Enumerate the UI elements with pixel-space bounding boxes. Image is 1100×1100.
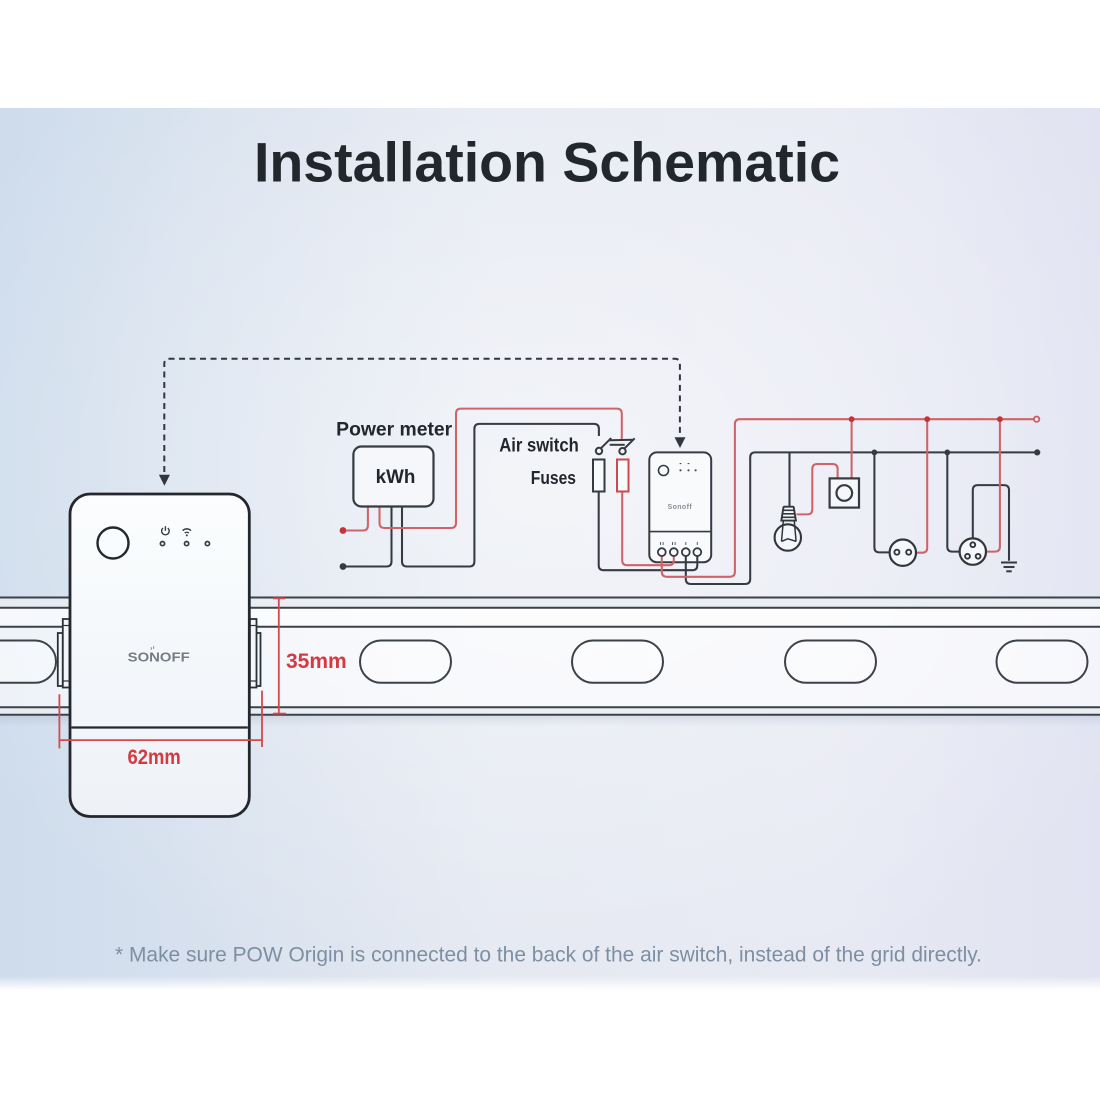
svg-text:Fuses: Fuses [531,468,576,488]
svg-text:Air switch: Air switch [499,435,579,456]
svg-text:62mm: 62mm [128,745,181,769]
svg-text:* Make sure POW Origin is conn: * Make sure POW Origin is connected to t… [115,943,982,967]
svg-text:SONOFF: SONOFF [128,650,190,665]
svg-text:Sonoff: Sonoff [668,504,693,511]
svg-text:Power meter: Power meter [336,420,453,441]
svg-text:35mm: 35mm [286,650,347,673]
svg-text:Installation Schematic: Installation Schematic [254,132,840,194]
svg-text:kWh: kWh [376,466,416,488]
